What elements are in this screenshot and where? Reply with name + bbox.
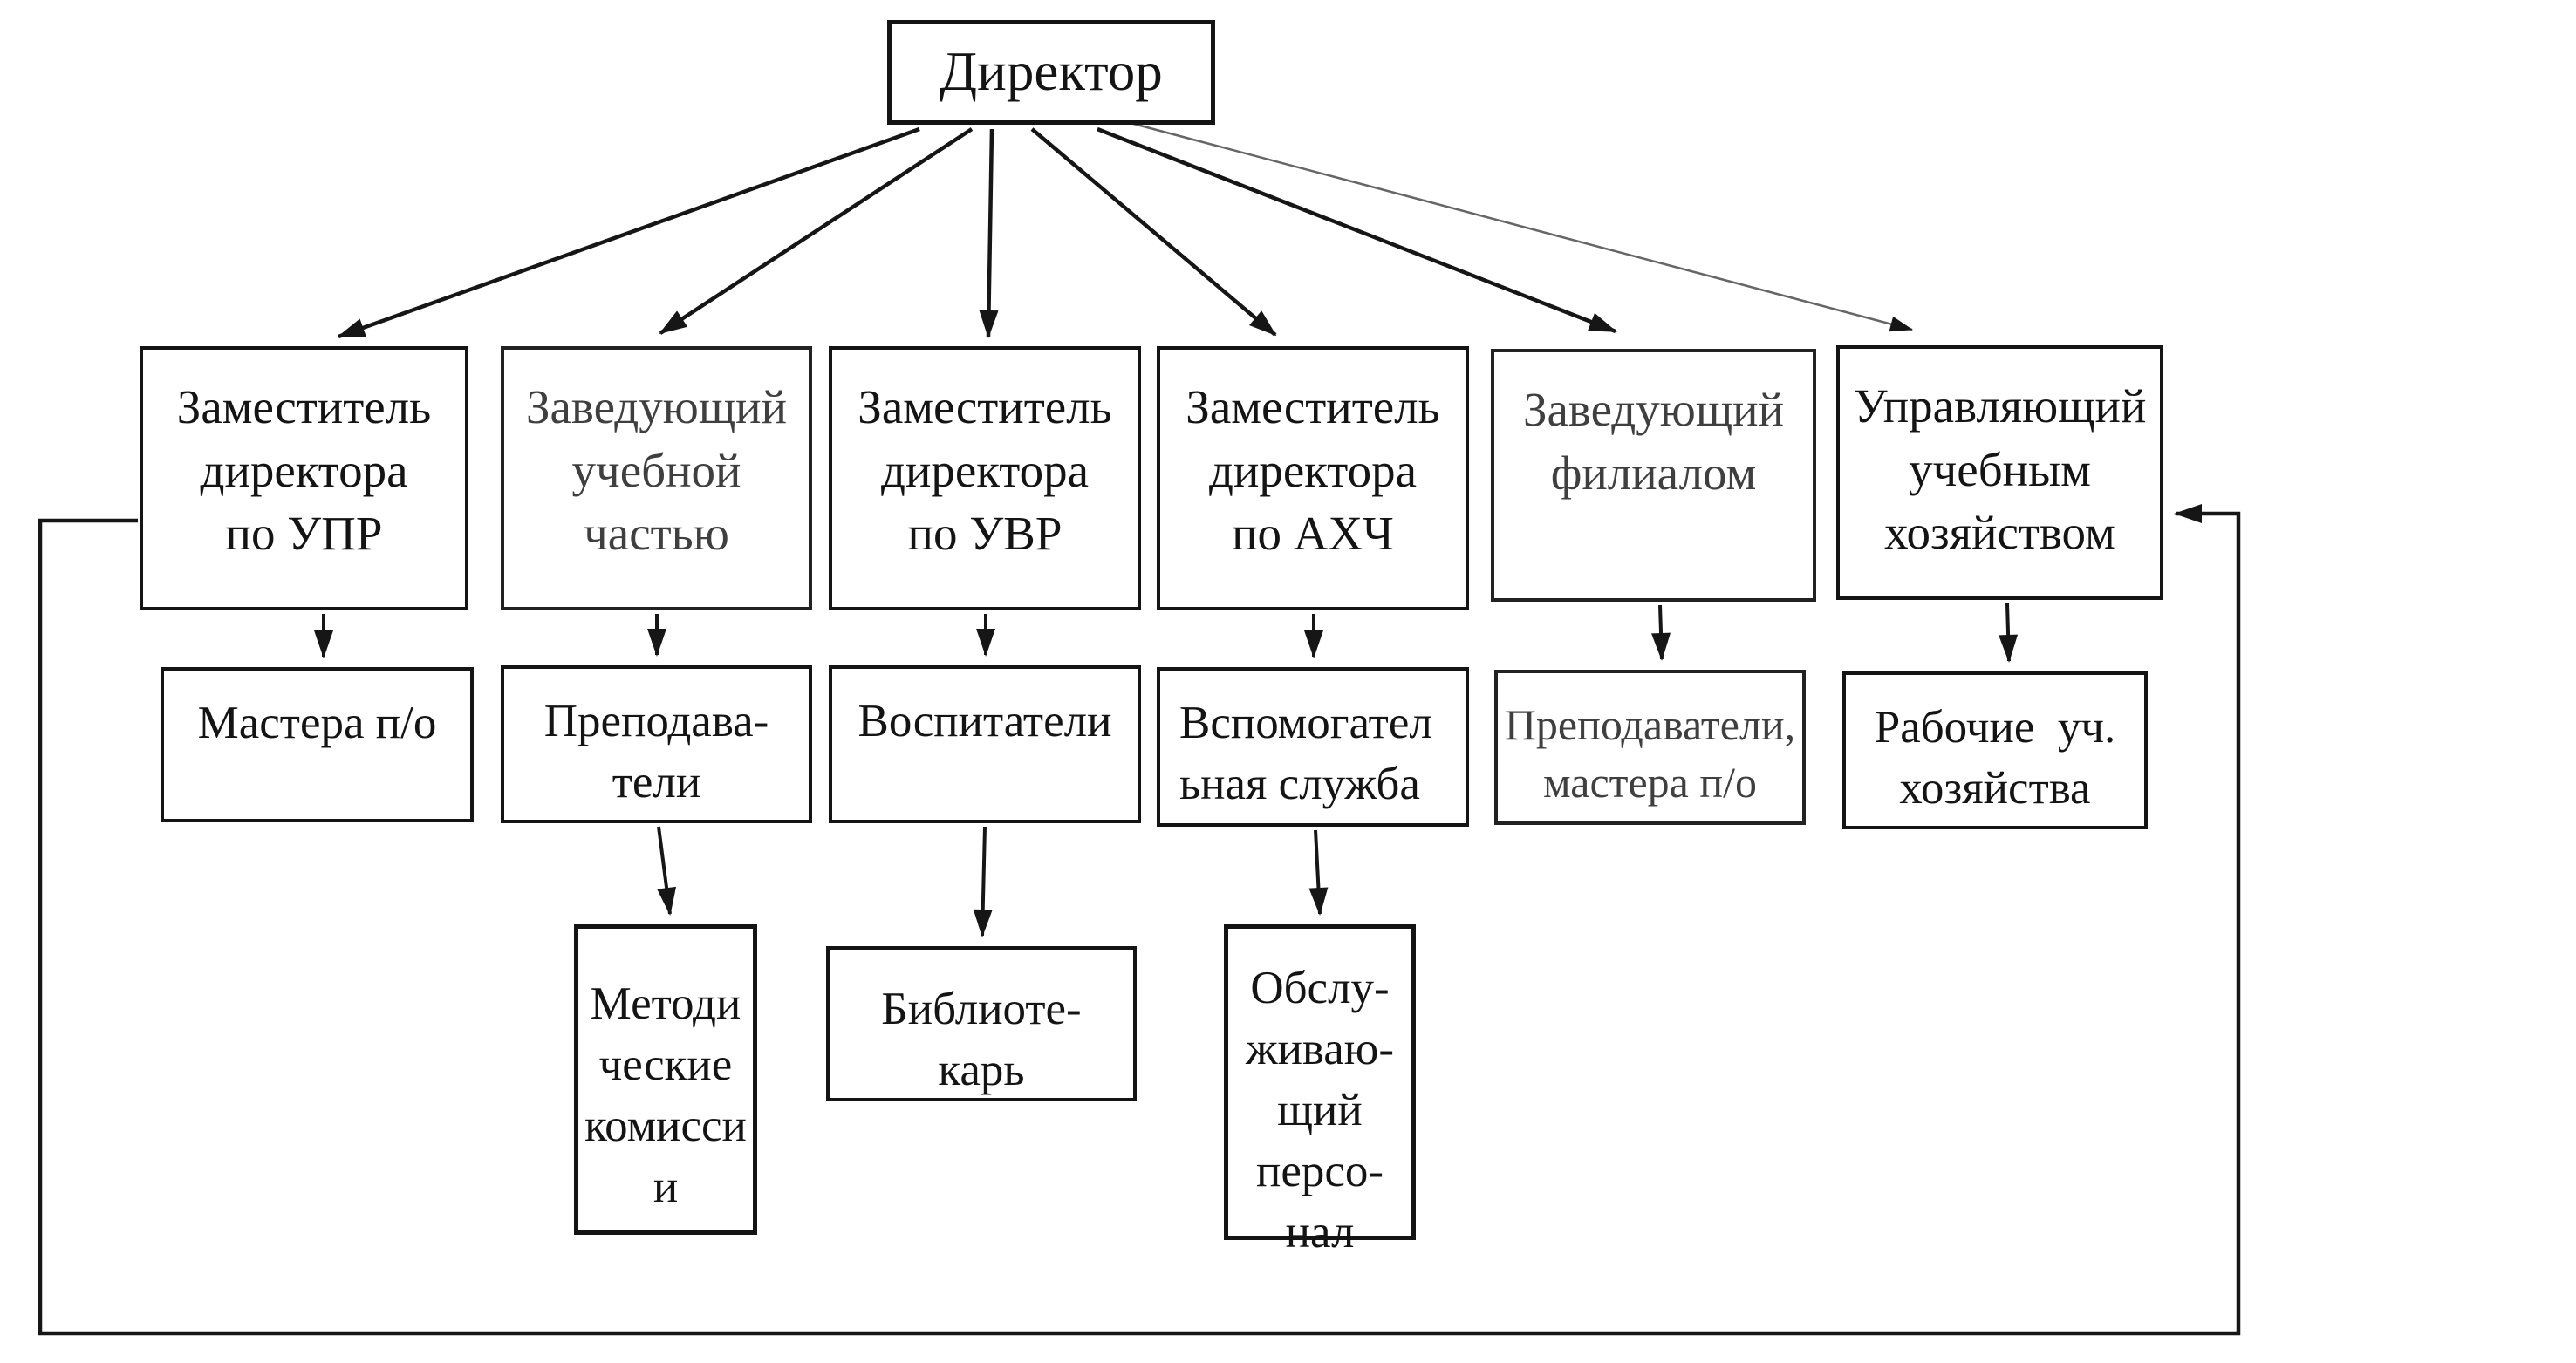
edge-director-zam-upr bbox=[337, 126, 920, 339]
level2-to-level3-arrows bbox=[314, 603, 2019, 663]
edge-director-zav-uch bbox=[659, 127, 974, 335]
director-fan-arrows bbox=[337, 126, 1617, 339]
node-mastera-po: Мастера п/о bbox=[161, 667, 474, 822]
node-prepodavateli: Преподава- тели bbox=[501, 665, 812, 823]
node-prepodavateli-mastera-po: Преподаватели, мастера п/о bbox=[1494, 670, 1806, 825]
node-metodicheskie-komissii: Методи ческие комисси и bbox=[574, 924, 757, 1235]
node-director: Директор bbox=[887, 20, 1215, 125]
edge-director-zam-ahch bbox=[1030, 127, 1277, 337]
node-upravlyayushchiy-uchhoz: Управляющий учебным хозяйством bbox=[1836, 345, 2163, 600]
node-zav-uchebnoy-chastyu: Заведующий учебной частью bbox=[501, 346, 812, 610]
edge-vspom-obsluzh bbox=[1308, 829, 1329, 916]
level3-to-level4-arrows bbox=[657, 826, 1329, 937]
node-bibliotekar: Библиоте- карь bbox=[826, 946, 1137, 1101]
edge-prepod-metod bbox=[657, 826, 677, 916]
edge-uchhoz-rabochie bbox=[1999, 603, 2019, 663]
node-rabochie-uch-hozyaystva: Рабочие уч. хозяйства bbox=[1842, 671, 2148, 829]
edge-vospit-bibl bbox=[973, 826, 993, 937]
edge-director-zav-fil bbox=[1097, 126, 1617, 334]
node-vospitateli: Воспитатели bbox=[829, 665, 1141, 823]
node-zam-direktora-po-uvr: Заместитель директора по УВР bbox=[829, 346, 1141, 610]
node-zam-direktora-po-ahch: Заместитель директора по АХЧ bbox=[1157, 346, 1469, 610]
edge-director-upr-uchhoz bbox=[1126, 120, 1913, 332]
node-zam-direktora-po-upr: Заместитель директора по УПР bbox=[140, 346, 468, 610]
node-zav-filialom: Заведующий филиалом bbox=[1491, 349, 1816, 602]
node-obsluzhivayushchiy-personal: Обслу- живаю- щий персо- нал bbox=[1224, 924, 1416, 1257]
edge-fil-prepod bbox=[1651, 604, 1671, 661]
edge-director-zam-uvr bbox=[979, 128, 999, 338]
perimeter-loop-line bbox=[38, 504, 2241, 1336]
node-vspomogatelnaya-sluzhba: Вспомогател ьная служба bbox=[1157, 667, 1469, 827]
